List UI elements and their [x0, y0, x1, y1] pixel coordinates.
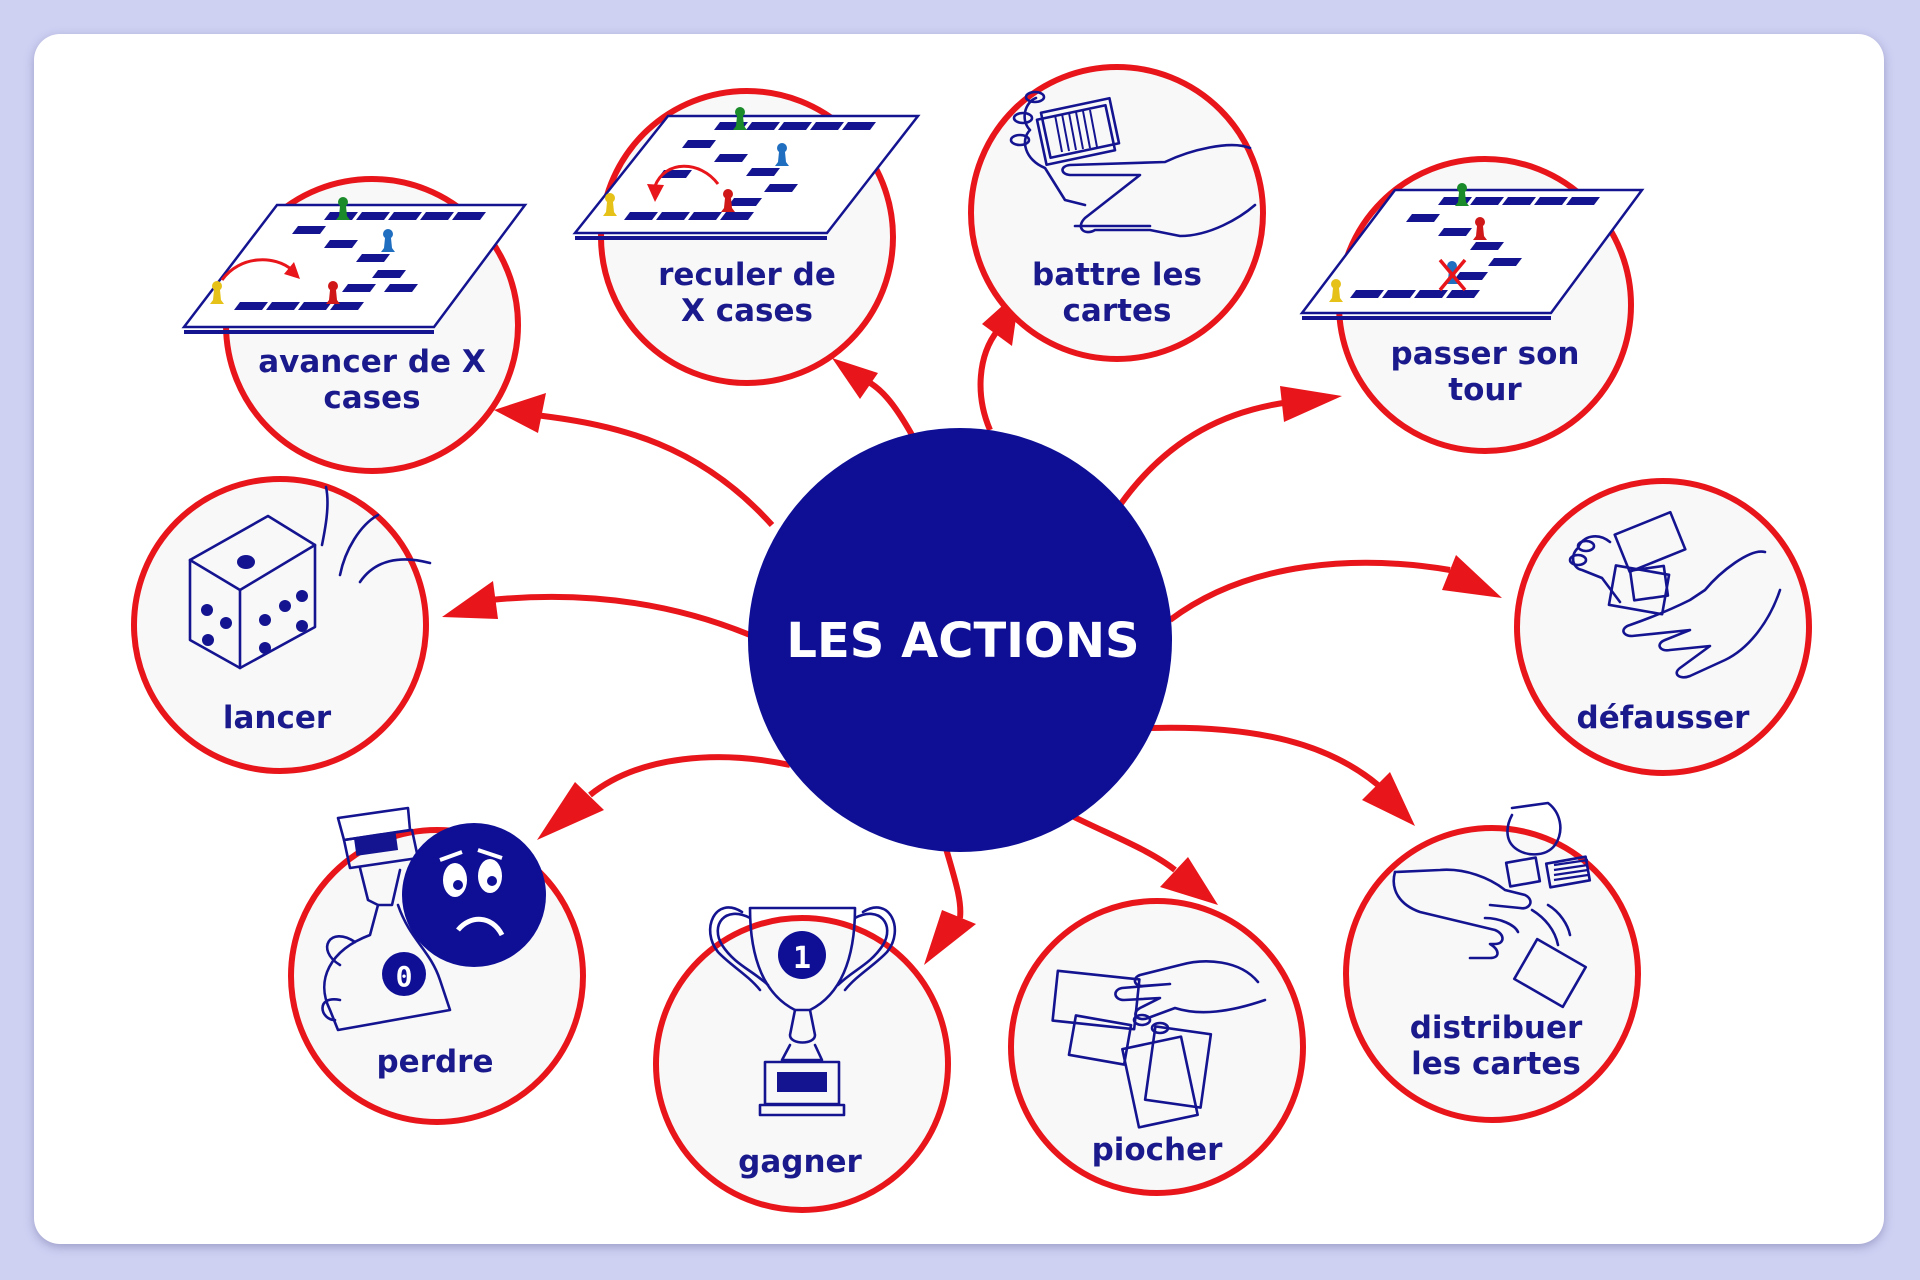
node-label-perdre: perdre: [376, 1044, 493, 1080]
node-gagner: 1 gagner: [653, 906, 951, 1213]
deal-cards-icon: [1392, 801, 1592, 1009]
gagner-badge-digit: 1: [793, 941, 811, 976]
arrow-gagner: [942, 844, 964, 919]
draw-card-icon: [1051, 960, 1267, 1129]
node-circle-gagner: [653, 915, 951, 1213]
dice-icon: [188, 485, 432, 670]
perdre-badge-digit: 0: [396, 960, 413, 993]
node-circle-lancer: [131, 476, 429, 774]
arrow-head-avancer: [494, 393, 546, 433]
arrow-defausser: [1168, 559, 1451, 623]
node-circle-battre: [968, 64, 1266, 362]
center-circle: [748, 428, 1172, 852]
actions-mind-map: LES ACTIONS avancer de X: [131, 64, 1812, 1213]
node-label-passer-line1: passer son: [1391, 336, 1580, 372]
arrow-head-perdre: [537, 782, 604, 840]
node-distribuer: distribuer les cartes: [1343, 801, 1641, 1123]
node-reculer: reculer de X cases: [572, 88, 921, 386]
connector-arrows: [442, 290, 1502, 965]
arrow-head-piocher: [1160, 857, 1218, 905]
node-label-lancer: lancer: [223, 700, 332, 736]
diagram-card: LES ACTIONS avancer de X: [34, 34, 1884, 1244]
node-avancer: avancer de X cases: [181, 176, 528, 474]
node-label-avancer-line2: cases: [323, 380, 420, 416]
arrow-head-distribuer: [1362, 772, 1415, 826]
node-label-battre-line2: cartes: [1063, 293, 1172, 329]
node-label-avancer-line1: avancer de X: [258, 344, 486, 380]
node-lancer: lancer: [131, 476, 432, 774]
node-label-battre-line1: battre les: [1032, 257, 1202, 293]
arrow-head-gagner: [924, 910, 976, 965]
shuffle-cards-icon: [1009, 90, 1257, 238]
board-skip-icon: [1299, 183, 1645, 320]
board-forward-icon: [181, 197, 528, 334]
board-backward-icon: [572, 107, 921, 240]
node-battre: battre les cartes: [968, 64, 1266, 362]
arrow-piocher: [1068, 812, 1177, 873]
node-piocher: piocher: [1008, 898, 1306, 1196]
arrow-head-passer: [1280, 386, 1342, 422]
arrow-head-defausser: [1442, 555, 1502, 598]
center-label: LES ACTIONS: [786, 613, 1139, 669]
trophy-icon: 1: [708, 906, 897, 1117]
sad-face-trophy-icon: 0: [321, 806, 546, 1032]
node-label-distribuer-line1: distribuer: [1410, 1010, 1583, 1046]
node-label-reculer-line1: reculer de: [658, 257, 836, 293]
node-label-distribuer-line2: les cartes: [1411, 1046, 1581, 1082]
arrow-lancer: [489, 593, 752, 638]
node-label-passer-line2: tour: [1448, 372, 1522, 408]
node-label-reculer-line2: X cases: [681, 293, 813, 329]
node-circle-distribuer: [1343, 825, 1641, 1123]
node-label-defausser: défausser: [1577, 700, 1751, 736]
node-label-piocher: piocher: [1092, 1132, 1224, 1168]
arrow-passer: [1117, 399, 1291, 507]
arrow-head-reculer: [832, 358, 878, 399]
node-circle-defausser: [1514, 478, 1812, 776]
node-label-gagner: gagner: [738, 1144, 862, 1180]
arrow-head-lancer: [442, 581, 498, 619]
center-hub: LES ACTIONS: [748, 428, 1172, 852]
node-defausser: défausser: [1514, 478, 1812, 776]
node-perdre: 0 perdre: [288, 806, 586, 1125]
discard-hands-icon: [1568, 510, 1782, 679]
arrow-perdre: [588, 754, 791, 798]
arrow-distribuer: [1149, 724, 1380, 788]
node-passer: passer son tour: [1299, 156, 1645, 454]
arrow-avancer: [534, 412, 775, 528]
arrow-battre: [977, 328, 1001, 432]
